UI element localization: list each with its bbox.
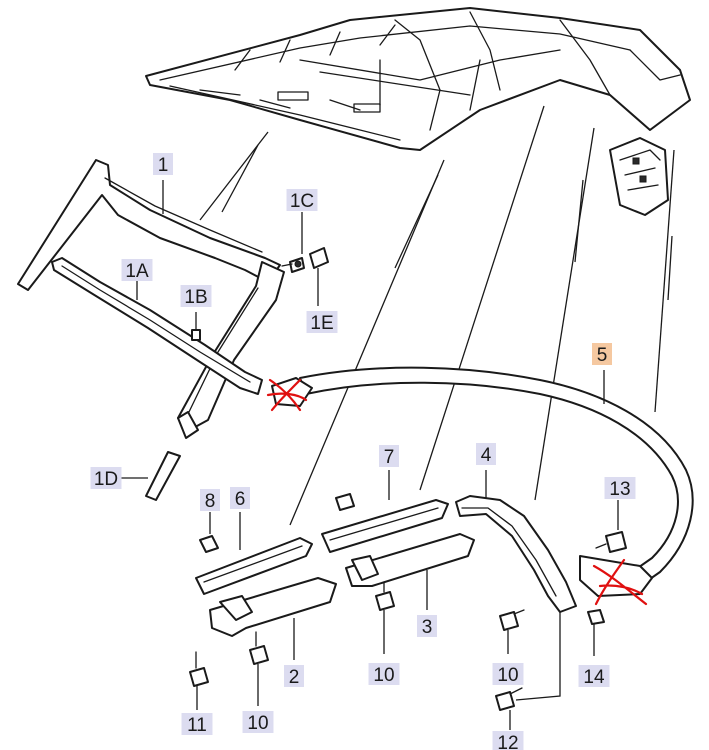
callout-label-7: 7: [384, 447, 395, 468]
callout-box-5: [592, 343, 612, 365]
callout-box-10b: [368, 663, 400, 685]
callout-box-8: [200, 489, 220, 511]
callout-label-1c: 1C: [290, 191, 314, 212]
callout-label-10a: 10: [247, 713, 268, 734]
callout-box-11: [181, 713, 213, 735]
callout-label-11: 11: [187, 715, 207, 736]
callout-box-2: [284, 665, 304, 687]
callout-labels: 1 1A 1B 1C 1D 1E 2 3 4 5 6 7 8 10 10 10 11 12 13 14: [90, 153, 636, 750]
part-1d-pin: [145, 451, 181, 501]
part-3-bracket: [345, 533, 475, 587]
callout-box-1a: [121, 259, 153, 281]
part-1-windshield-frame: [17, 159, 285, 439]
part-7-trim-strip: [321, 499, 449, 553]
bolt-10c: [499, 609, 525, 631]
part-1c-bolt: [281, 257, 305, 273]
part-1e-cap: [309, 247, 329, 269]
bolt-11: [189, 651, 209, 687]
red-cross-marks: [266, 378, 648, 606]
callout-box-1e: [306, 311, 338, 333]
callout-box-10a: [242, 711, 274, 733]
callout-box-3: [417, 615, 437, 637]
roof-frame: [145, 7, 691, 216]
leader-lines: [120, 180, 619, 730]
callout-label-1a: 1A: [125, 261, 149, 282]
callout-label-10c: 10: [497, 665, 518, 686]
bolt-10a: [249, 631, 269, 665]
callout-label-12: 12: [497, 733, 518, 750]
callout-label-1d: 1D: [94, 469, 118, 490]
callout-box-10c: [492, 663, 524, 685]
callout-box-1c: [286, 189, 318, 211]
callout-box-14: [578, 665, 610, 687]
guide-lines: [199, 105, 675, 526]
callout-label-1e: 1E: [310, 313, 333, 334]
callout-box-7: [379, 445, 399, 467]
bolt-10b: [375, 581, 395, 611]
bolt-13: [595, 531, 627, 553]
callout-box-4: [476, 443, 496, 465]
callout-label-4: 4: [481, 445, 492, 466]
callout-label-3: 3: [422, 617, 433, 638]
bolt-12: [495, 687, 523, 711]
red-x-left: [266, 378, 308, 412]
callout-box-1b: [180, 285, 212, 307]
callout-label-1: 1: [158, 155, 169, 176]
callout-label-6: 6: [235, 489, 246, 510]
callout-box-1: [153, 153, 173, 175]
red-x-right: [592, 558, 648, 606]
callout-label-14: 14: [583, 667, 605, 688]
part-4-corner-trim: [455, 495, 577, 613]
part-1a-seal-strip: [51, 257, 263, 395]
callout-box-1d: [90, 467, 122, 489]
callout-label-8: 8: [205, 491, 216, 512]
part-6-trim-strip: [195, 537, 313, 595]
callout-label-2: 2: [289, 667, 300, 688]
callout-label-5: 5: [597, 345, 608, 366]
callout-box-12: [492, 731, 524, 750]
part-1b-screw: [191, 312, 201, 341]
part-8-clip: [199, 535, 219, 553]
callout-box-13: [604, 477, 636, 499]
small-clip: [335, 493, 355, 511]
callout-label-13: 13: [609, 479, 630, 500]
fasteners: [189, 531, 627, 711]
part-5-arc-seal: [271, 366, 694, 597]
callout-label-1b: 1B: [184, 287, 207, 308]
callout-box-6: [230, 487, 250, 509]
part-2-lower-bracket: [209, 577, 337, 637]
nut-14: [587, 609, 605, 625]
callout-label-10b: 10: [373, 665, 394, 686]
